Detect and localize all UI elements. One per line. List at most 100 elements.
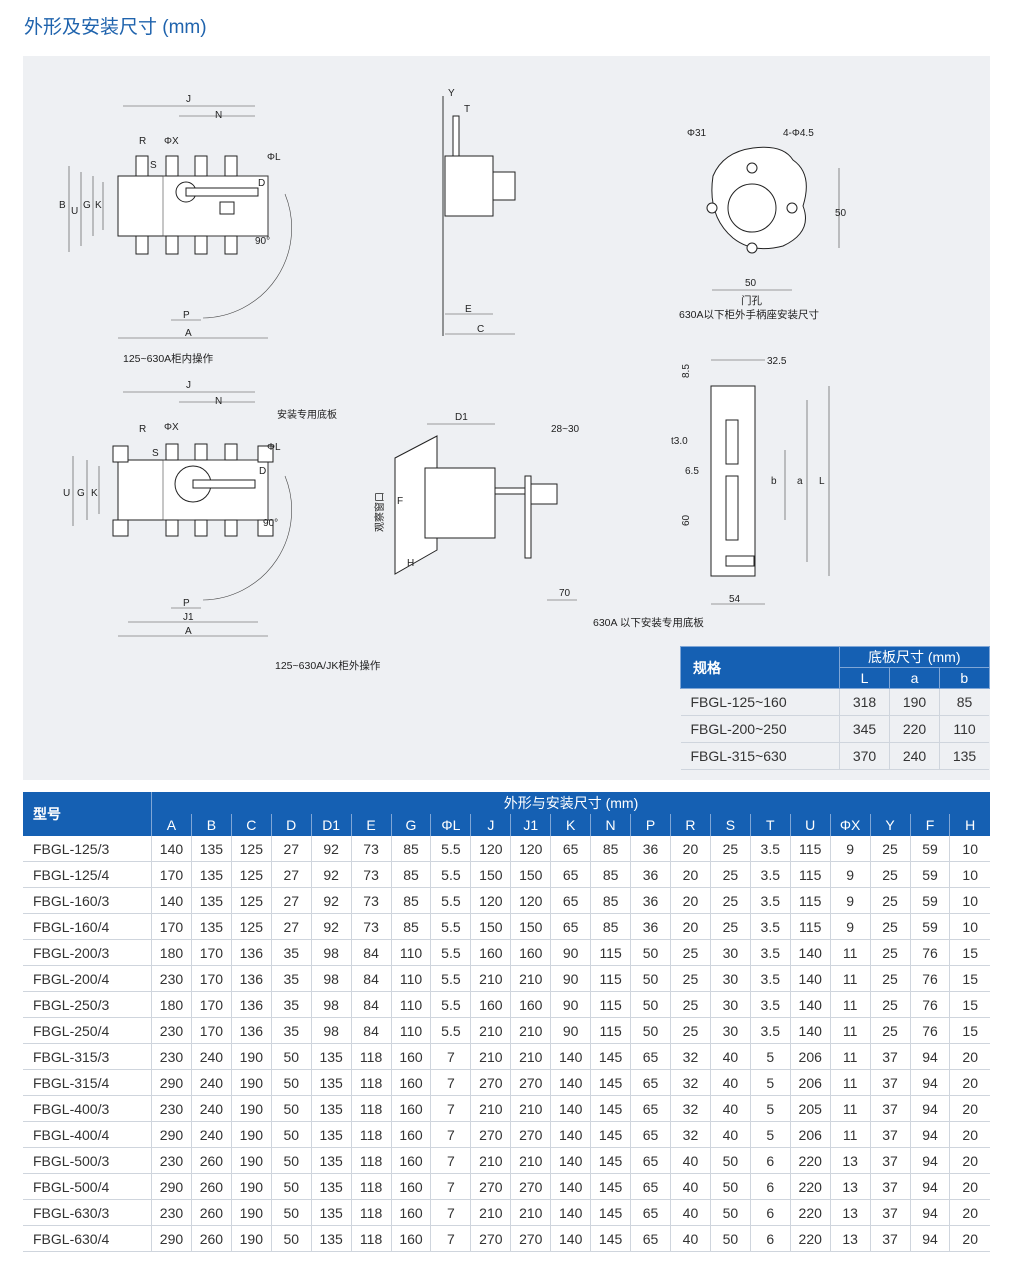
dim-label-a-outside: A (185, 626, 192, 637)
dim-value-cell: 120 (510, 887, 551, 914)
dim-value-cell: 36 (630, 913, 671, 940)
dim-value-cell: 260 (190, 1147, 232, 1174)
dim-value-cell: 290 (151, 1069, 192, 1096)
dim-value-cell: 73 (350, 887, 392, 914)
dim-value-cell: 150 (510, 861, 551, 888)
dim-column-header: C (230, 814, 272, 836)
dim-label-phil-outside: ΦL (267, 442, 281, 453)
dim-value-cell: 5.5 (430, 861, 471, 888)
dim-value-cell: 98 (310, 1017, 352, 1044)
dim-label-k-outside: K (91, 488, 98, 499)
dim-value-cell: 20 (669, 913, 711, 940)
dim-value-cell: 32 (669, 1121, 711, 1148)
dim-value-cell: 5 (749, 1043, 791, 1070)
dim-value-cell: 9 (829, 861, 871, 888)
dim-value-cell: 20 (949, 1147, 990, 1174)
dim-label-50-horizontal: 50 (745, 278, 757, 289)
dim-label-a-plate: a (797, 476, 803, 487)
dim-value-cell: 32 (669, 1043, 711, 1070)
dim-label-32-5: 32.5 (767, 356, 787, 367)
dim-value-cell: 140 (550, 1147, 591, 1174)
dim-column-header: K (550, 814, 591, 836)
dim-label-y: Y (448, 88, 455, 99)
dim-value-cell: 170 (190, 991, 232, 1018)
dim-value-cell: 85 (390, 861, 431, 888)
dim-value-cell: 115 (590, 939, 631, 966)
dim-value-cell: 50 (270, 1069, 312, 1096)
dim-label-angle-outside: 90° (263, 518, 278, 529)
dim-value-cell: 135 (310, 1199, 352, 1226)
dim-value-cell: 3.5 (749, 965, 791, 992)
dim-model-cell: FBGL-315/4 (23, 1069, 152, 1096)
dim-value-cell: 84 (350, 1017, 392, 1044)
dim-value-cell: 98 (310, 965, 352, 992)
dim-model-cell: FBGL-125/4 (23, 861, 152, 888)
drawing-mounting-plate: 32.5 8.5 t3.0 6.5 60 b a L 54 630A 以下安装专… (593, 356, 830, 629)
dim-label-t3: t3.0 (671, 436, 688, 447)
dim-value-cell: 125 (230, 887, 272, 914)
dim-value-cell: 145 (590, 1147, 631, 1174)
dim-value-cell: 140 (151, 887, 192, 914)
dim-value-cell: 13 (829, 1173, 871, 1200)
dim-value-cell: 7 (430, 1043, 471, 1070)
dim-value-cell: 6 (749, 1173, 791, 1200)
dim-value-cell: 98 (310, 939, 352, 966)
dim-value-cell: 94 (909, 1147, 950, 1174)
dim-value-cell: 76 (909, 939, 950, 966)
dim-value-cell: 27 (270, 861, 312, 888)
dim-value-cell: 85 (390, 887, 431, 914)
dim-value-cell: 25 (869, 991, 911, 1018)
dim-value-cell: 37 (869, 1225, 911, 1252)
dim-value-cell: 115 (789, 861, 831, 888)
dim-value-cell: 190 (230, 1225, 272, 1252)
dim-value-cell: 125 (230, 913, 272, 940)
dim-value-cell: 25 (709, 887, 751, 914)
dim-value-cell: 50 (630, 939, 671, 966)
dim-value-cell: 27 (270, 913, 312, 940)
dim-label-p: P (183, 310, 190, 321)
dim-value-cell: 84 (350, 991, 392, 1018)
dim-value-cell: 3.5 (749, 887, 791, 914)
dim-value-cell: 20 (949, 1225, 990, 1252)
caption-inside-operation: 125~630A柜内操作 (123, 352, 214, 365)
dim-value-cell: 15 (949, 965, 990, 992)
dim-value-cell: 37 (869, 1069, 911, 1096)
dim-value-cell: 65 (550, 836, 591, 862)
dim-column-header: T (749, 814, 791, 836)
dim-value-cell: 50 (270, 1147, 312, 1174)
dim-value-cell: 5.5 (430, 965, 471, 992)
dim-label-b-plate: b (771, 476, 777, 487)
dim-value-cell: 76 (909, 991, 950, 1018)
dim-value-cell: 90 (550, 1017, 591, 1044)
dim-value-cell: 190 (230, 1173, 272, 1200)
dim-value-cell: 50 (709, 1173, 751, 1200)
dim-value-cell: 7 (430, 1199, 471, 1226)
plate-value-cell: 85 (939, 688, 989, 716)
dim-value-cell: 65 (630, 1147, 671, 1174)
dim-value-cell: 20 (949, 1069, 990, 1096)
dim-value-cell: 73 (350, 861, 392, 888)
dim-value-cell: 160 (390, 1225, 431, 1252)
dim-value-cell: 11 (829, 965, 871, 992)
dim-value-cell: 27 (270, 887, 312, 914)
dim-value-cell: 5.5 (430, 913, 471, 940)
dim-value-cell: 20 (949, 1095, 990, 1122)
dim-label-e: E (465, 304, 472, 315)
dim-value-cell: 150 (510, 913, 551, 940)
dim-value-cell: 140 (550, 1225, 591, 1252)
dim-value-cell: 59 (909, 913, 950, 940)
dim-value-cell: 140 (789, 965, 831, 992)
dim-value-cell: 27 (270, 836, 312, 862)
dim-value-cell: 6 (749, 1147, 791, 1174)
dim-value-cell: 140 (550, 1173, 591, 1200)
dim-value-cell: 20 (949, 1173, 990, 1200)
